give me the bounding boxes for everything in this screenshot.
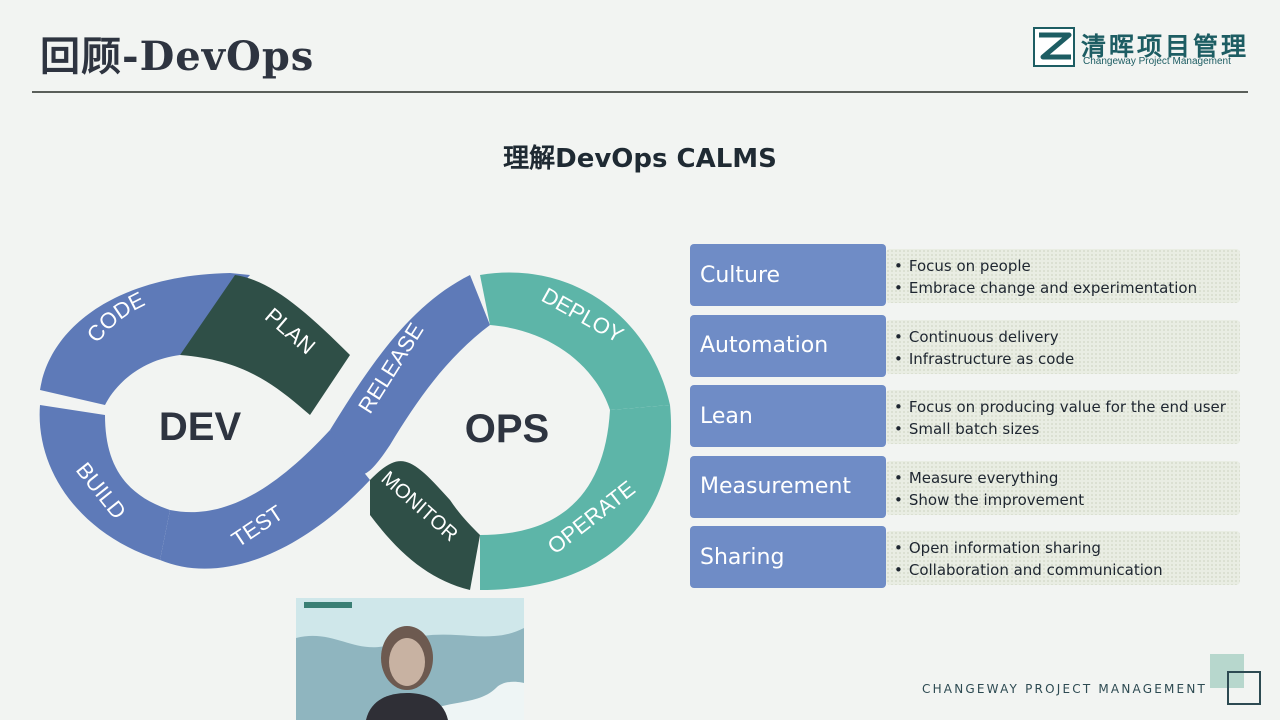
point-item: Collaboration and communication xyxy=(894,559,1240,581)
devops-infinity-diagram: CODE PLAN BUILD TEST RELEASE DEPLOY MONI… xyxy=(39,272,672,590)
point-item: Small batch sizes xyxy=(894,418,1240,440)
point-item: Focus on producing value for the end use… xyxy=(894,396,1240,418)
point-item: Show the improvement xyxy=(894,489,1240,511)
segment-release xyxy=(330,275,490,475)
point-item: Infrastructure as code xyxy=(894,348,1240,370)
pillar-points: Continuous delivery Infrastructure as co… xyxy=(886,319,1240,374)
logo-subtitle: Changeway Project Management xyxy=(1083,56,1231,67)
presenter-video-frame xyxy=(296,598,524,720)
segment-operate xyxy=(480,405,672,590)
pillar-label: Measurement xyxy=(690,455,886,518)
point-item: Measure everything xyxy=(894,467,1240,489)
pillar-points: Focus on producing value for the end use… xyxy=(886,390,1240,444)
presenter-video[interactable] xyxy=(296,598,524,720)
ops-label: OPS xyxy=(465,407,549,451)
slide-title: 回顾-DevOps xyxy=(40,33,315,80)
calms-row-automation: Automation Continuous delivery Infrastru… xyxy=(690,314,1245,378)
calms-row-sharing: Sharing Open information sharing Collabo… xyxy=(690,526,1245,589)
pillar-points: Measure everything Show the improvement xyxy=(886,460,1240,515)
title-divider xyxy=(32,91,1248,93)
section-title: 理解DevOps CALMS xyxy=(503,144,777,174)
segment-code xyxy=(40,273,250,405)
calms-row-lean: Lean Focus on producing value for the en… xyxy=(690,385,1245,448)
calms-table: Culture Focus on people Embrace change a… xyxy=(690,244,1245,597)
segment-test xyxy=(160,430,370,569)
point-item: Continuous delivery xyxy=(894,326,1240,348)
pillar-points: Focus on people Embrace change and exper… xyxy=(886,249,1240,303)
segment-plan xyxy=(180,275,350,415)
pillar-points: Open information sharing Collaboration a… xyxy=(886,531,1240,585)
point-item: Focus on people xyxy=(894,255,1240,277)
video-logo-icon xyxy=(304,602,352,608)
pillar-label: Lean xyxy=(690,385,886,447)
pillar-label: Culture xyxy=(690,244,886,306)
segment-build xyxy=(39,405,170,560)
point-item: Embrace change and experimentation xyxy=(894,277,1240,299)
pillar-label: Automation xyxy=(690,314,886,377)
segment-deploy xyxy=(480,272,670,410)
footer-brand: CHANGEWAY PROJECT MANAGEMENT xyxy=(922,682,1208,696)
calms-row-culture: Culture Focus on people Embrace change a… xyxy=(690,244,1245,307)
dev-label: DEV xyxy=(159,405,242,449)
segment-monitor xyxy=(370,461,480,590)
point-item: Open information sharing xyxy=(894,537,1240,559)
logo-name: 清晖项目管理 xyxy=(1081,32,1250,61)
changeway-logo-icon xyxy=(1033,27,1075,67)
corner-squares-icon xyxy=(1210,654,1261,705)
pillar-label: Sharing xyxy=(690,526,886,588)
calms-row-measurement: Measurement Measure everything Show the … xyxy=(690,455,1245,519)
company-logo: 清晖项目管理 Changeway Project Management xyxy=(1033,27,1253,71)
